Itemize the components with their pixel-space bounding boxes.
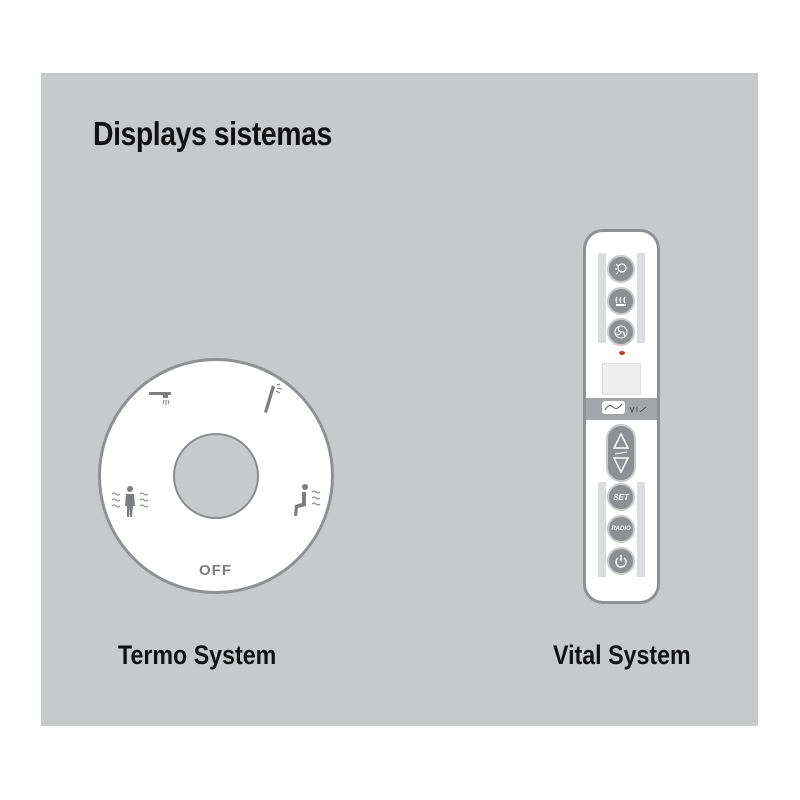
radio-button-label: RADIO (611, 526, 631, 532)
power-button[interactable] (607, 547, 635, 575)
left-rail-bottom (598, 482, 606, 577)
set-button[interactable]: SET (607, 483, 635, 511)
seated-steam-icon[interactable] (288, 482, 324, 520)
shower-head-icon[interactable] (146, 389, 176, 409)
off-button[interactable]: OFF (199, 562, 232, 579)
status-led (619, 351, 625, 355)
power-icon (615, 555, 627, 568)
termo-system-caption: Termo System (118, 640, 277, 670)
up-down-rocker[interactable] (606, 424, 636, 482)
light-button[interactable] (607, 255, 635, 283)
right-rail-bottom (637, 482, 645, 577)
radio-button[interactable]: RADIO (607, 515, 635, 543)
display-screen (602, 363, 641, 395)
steam-person-icon[interactable] (108, 484, 152, 520)
brand-sublabel (628, 404, 650, 416)
light-icon (615, 263, 627, 275)
steam-icon (615, 296, 626, 306)
steam-button[interactable] (607, 287, 635, 315)
up-down-rocker-icon (612, 432, 630, 474)
fan-button[interactable] (607, 318, 635, 346)
right-rail-top (637, 253, 645, 343)
set-button-label: SET (613, 492, 629, 502)
vital-system-caption: Vital System (553, 640, 691, 670)
termo-dial-center-button[interactable] (173, 433, 259, 519)
fan-icon (614, 325, 628, 339)
brand-logo (602, 401, 625, 414)
page-title: Displays sistemas (93, 115, 332, 152)
hand-shower-icon[interactable] (258, 381, 288, 417)
left-rail-top (598, 253, 606, 343)
